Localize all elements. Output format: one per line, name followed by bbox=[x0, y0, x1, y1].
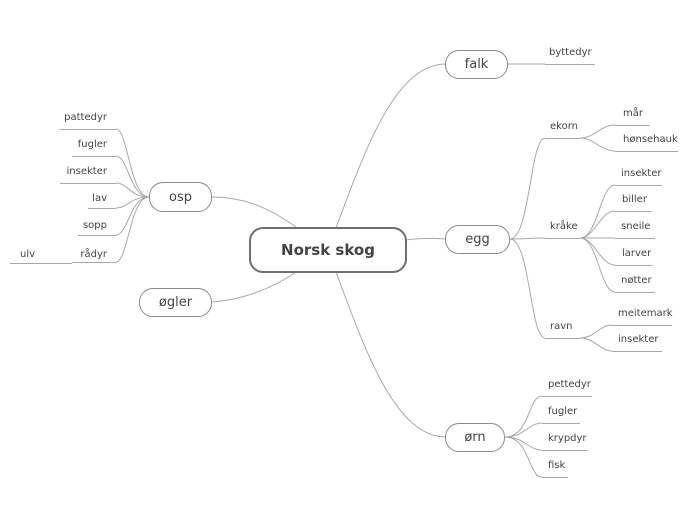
link-root-falk bbox=[335, 63, 446, 229]
leaf-larver[interactable]: larver bbox=[622, 248, 652, 259]
leaf-fugler-osp[interactable]: fugler bbox=[77, 139, 107, 150]
leaf-meitemark[interactable]: meitemark bbox=[618, 308, 673, 319]
leaf-lav[interactable]: lav bbox=[92, 193, 107, 204]
leaf-fugler-orn[interactable]: fugler bbox=[548, 406, 578, 417]
topic-orn[interactable]: ørn bbox=[445, 423, 505, 452]
root-node[interactable]: Norsk skog bbox=[249, 227, 407, 273]
topic-osp[interactable]: osp bbox=[149, 182, 212, 212]
leaf-fisk[interactable]: fisk bbox=[548, 460, 566, 471]
leaf-byttedyr[interactable]: byttedyr bbox=[549, 47, 592, 58]
leaf-sopp[interactable]: sopp bbox=[82, 220, 107, 231]
leaf-mar[interactable]: mår bbox=[623, 108, 643, 119]
link-egg-ekorn bbox=[509, 137, 546, 240]
link-egg-ravn bbox=[509, 238, 546, 339]
subtopic-ekorn[interactable]: ekorn bbox=[550, 121, 578, 132]
leaf-insekter-ravn[interactable]: insekter bbox=[618, 334, 659, 345]
leaf-insekter-kraake[interactable]: insekter bbox=[621, 168, 662, 179]
subtopic-ravn[interactable]: ravn bbox=[550, 321, 573, 332]
subtopic-kraake[interactable]: kråke bbox=[550, 221, 578, 232]
topic-egg[interactable]: egg bbox=[445, 225, 510, 254]
link-root-osp bbox=[211, 196, 297, 228]
topic-ogler[interactable]: øgler bbox=[139, 288, 212, 317]
leaf-krypdyr[interactable]: krypdyr bbox=[548, 433, 587, 444]
leaf-biller[interactable]: biller bbox=[622, 194, 647, 205]
link-root-ogler bbox=[211, 271, 297, 303]
leaf-pettedyr[interactable]: pettedyr bbox=[548, 379, 591, 390]
leaf-honsehauk[interactable]: hønsehauk bbox=[623, 134, 678, 145]
leaf-notter[interactable]: nøtter bbox=[621, 275, 652, 286]
link-root-egg bbox=[405, 237, 446, 241]
link-egg-kraake bbox=[509, 237, 546, 240]
link-root-orn bbox=[335, 271, 446, 438]
leaf-sneile[interactable]: sneile bbox=[621, 221, 651, 232]
subtopic-raadyr[interactable]: rådyr bbox=[80, 249, 107, 260]
leaf-pattedyr[interactable]: pattedyr bbox=[64, 112, 107, 123]
leaf-insekter-osp[interactable]: insekter bbox=[66, 166, 107, 177]
leaf-ulv[interactable]: ulv bbox=[20, 249, 36, 260]
topic-falk[interactable]: falk bbox=[445, 50, 508, 79]
